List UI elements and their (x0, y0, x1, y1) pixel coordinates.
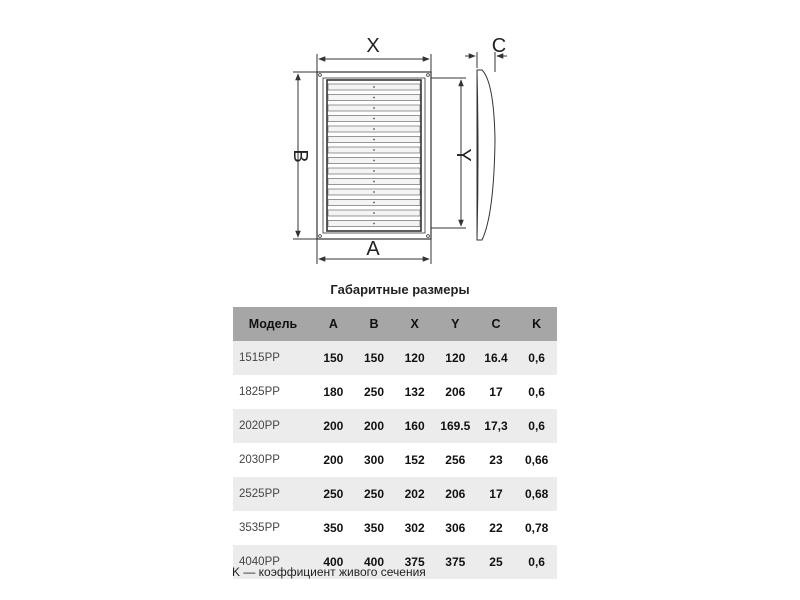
table-cell: 200 (313, 443, 354, 477)
screw-holes (318, 73, 430, 238)
slat-pivot (373, 180, 375, 183)
table-cell: 206 (434, 375, 476, 409)
table-cell: 120 (394, 341, 435, 375)
column-header: Y (434, 307, 476, 341)
grille-technical-drawing: X A B Y C (289, 35, 507, 264)
table-cell: 17 (475, 477, 517, 511)
table-cell: 150 (353, 341, 395, 375)
front-view (316, 71, 432, 240)
model-cell: 1825PP (233, 375, 313, 409)
model-cell: 1515PP (233, 341, 313, 375)
table-cell: 16.4 (475, 341, 517, 375)
slat-pivot (373, 212, 375, 214)
table-cell: 0,68 (516, 477, 557, 511)
dimension-b-label: B (289, 149, 311, 162)
table-cell: 400 (353, 545, 395, 579)
dimension-x-label: X (366, 35, 379, 57)
column-header: C (475, 307, 517, 341)
table-row: 3535PP 350 350 302 306 22 0,78 (233, 511, 557, 545)
table-cell: 0,6 (516, 341, 557, 375)
column-header: Модель (233, 307, 313, 341)
table-cell: 180 (313, 375, 354, 409)
dimension-a (316, 239, 432, 264)
louver-slats (327, 83, 421, 227)
dimension-y-label: Y (452, 148, 474, 161)
table-cell: 250 (353, 375, 395, 409)
dimension-y (431, 77, 466, 229)
slat-pivot (373, 170, 375, 172)
slat-pivot (373, 86, 375, 88)
table-cell: 200 (353, 409, 395, 443)
table-cell: 375 (394, 545, 435, 579)
model-cell: 4040PP (233, 545, 313, 579)
column-header: K (516, 307, 557, 341)
slat-pivot (373, 107, 375, 109)
slat-pivot (373, 159, 375, 162)
table-cell: 202 (394, 477, 435, 511)
table-row: 2525PP 250 250 202 206 17 0,68 (233, 477, 557, 511)
table-cell: 0,6 (516, 409, 557, 443)
outer-frame (316, 71, 432, 240)
table-caption: Габаритные размеры (330, 282, 470, 297)
table-cell: 17 (475, 375, 517, 409)
table-header-row: Модель A B X Y C K (233, 307, 557, 341)
slat-pivot (373, 222, 375, 225)
table-cell: 25 (475, 545, 517, 579)
dimension-a-label: A (366, 238, 380, 260)
table-row: 2020PP 200 200 160 169.5 17,3 0,6 (233, 409, 557, 443)
table-cell: 0,6 (516, 375, 557, 409)
table-cell: 300 (353, 443, 395, 477)
dimension-b (293, 71, 317, 240)
slat-pivot (373, 191, 375, 193)
column-header: A (313, 307, 354, 341)
footnote: K — коэффициент живого сечения (232, 565, 426, 579)
slat-pivot (373, 138, 375, 141)
dimension-c (465, 52, 507, 72)
table-cell: 23 (475, 443, 517, 477)
column-header: B (353, 307, 395, 341)
table-cell: 120 (434, 341, 476, 375)
slat-pivot (373, 149, 375, 151)
column-header: X (394, 307, 435, 341)
model-cell: 2020PP (233, 409, 313, 443)
table-row: 1825PP 180 250 132 206 17 0,6 (233, 375, 557, 409)
table-cell: 250 (353, 477, 395, 511)
table-row: 4040PP 400 400 375 375 25 0,6 (233, 545, 557, 579)
table-cell: 160 (394, 409, 435, 443)
slat-pivot (373, 128, 375, 130)
dimensions-table: Модель A B X Y C K 1515PP 150 150 120 12… (233, 307, 557, 579)
table-cell: 150 (313, 341, 354, 375)
louver-area (326, 79, 422, 232)
slat-pivot (373, 201, 375, 204)
table-cell: 375 (434, 545, 476, 579)
table-cell: 200 (313, 409, 354, 443)
table-cell: 0,6 (516, 545, 557, 579)
table-cell: 169.5 (434, 409, 476, 443)
table-cell: 350 (313, 511, 354, 545)
table-cell: 206 (434, 477, 476, 511)
table-cell: 22 (475, 511, 517, 545)
slat-pivot (373, 96, 375, 99)
table-cell: 302 (394, 511, 435, 545)
slat-pivot (373, 117, 375, 120)
table-cell: 0,78 (516, 511, 557, 545)
model-cell: 2030PP (233, 443, 313, 477)
table-cell: 250 (313, 477, 354, 511)
table-cell: 0,66 (516, 443, 557, 477)
table-cell: 17,3 (475, 409, 517, 443)
table-cell: 306 (434, 511, 476, 545)
table-row: 1515PP 150 150 120 120 16.4 0,6 (233, 341, 557, 375)
dimension-c-label: C (492, 35, 506, 57)
table-cell: 256 (434, 443, 476, 477)
table-cell: 152 (394, 443, 435, 477)
table-cell: 400 (313, 545, 354, 579)
inner-frame (322, 77, 426, 234)
dimension-x (316, 54, 432, 72)
model-cell: 3535PP (233, 511, 313, 545)
side-profile (476, 69, 496, 241)
table-cell: 132 (394, 375, 435, 409)
table-row: 2030PP 200 300 152 256 23 0,66 (233, 443, 557, 477)
table-cell: 350 (353, 511, 395, 545)
model-cell: 2525PP (233, 477, 313, 511)
